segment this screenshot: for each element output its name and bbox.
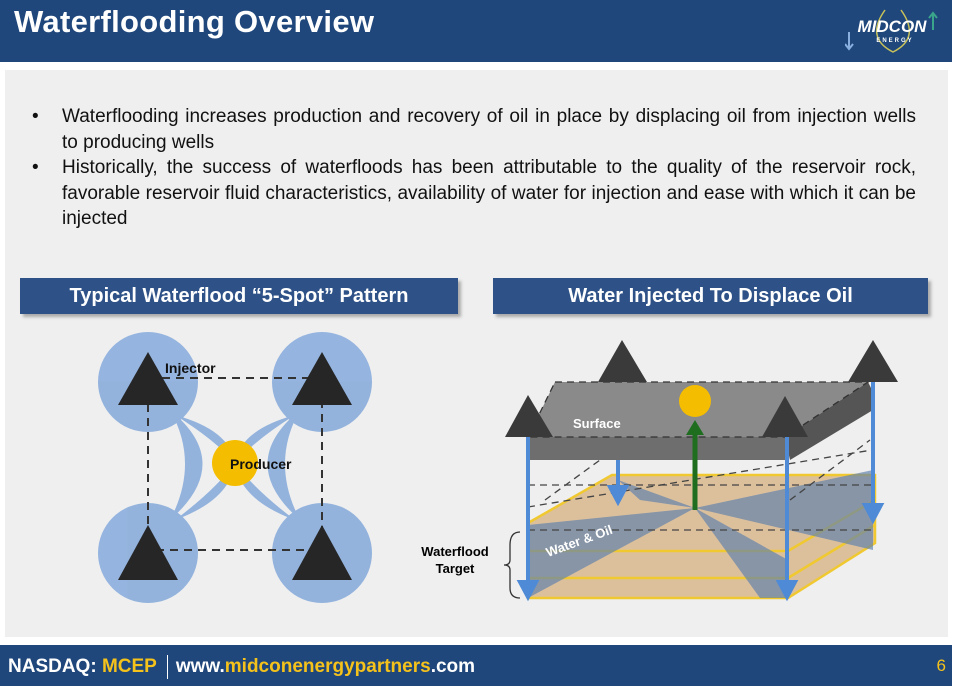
exchange-label: NASDAQ: [8, 656, 97, 678]
production-arrow [686, 420, 704, 510]
waterflood-target-label: Waterflood [421, 544, 488, 559]
midcon-logo: MIDCON ENERGY [845, 9, 938, 53]
page-title: Waterflooding Overview [14, 4, 375, 39]
bullet-item: Historically, the success of waterfloods… [32, 155, 916, 232]
footer-bar: NASDAQ: MCEP www.midconenergypartners.com… [0, 645, 952, 686]
injector-well-icons [505, 340, 898, 437]
svg-text:MIDCON: MIDCON [858, 17, 928, 36]
producer-well-icon [212, 440, 258, 486]
producer-well-icon [679, 385, 711, 417]
injector-well-icons [118, 352, 352, 580]
website-link[interactable]: www.midconenergypartners.com [175, 656, 476, 678]
header-bar: Waterflooding Overview MIDCON ENERGY [0, 0, 952, 62]
five-spot-diagram: Injector Producer [98, 332, 372, 603]
section-title-water-injected: Water Injected To Displace Oil [493, 278, 928, 314]
svg-text:ENERGY: ENERGY [876, 38, 913, 44]
surface-label: Surface [573, 416, 621, 431]
producer-label: Producer [230, 456, 292, 472]
bracket [503, 531, 521, 599]
bullet-list: Waterflooding increases production and r… [32, 104, 916, 232]
waterflood-target-label-2: Target [436, 561, 475, 576]
injector-label: Injector [165, 360, 216, 376]
section-title-5-spot: Typical Waterflood “5-Spot” Pattern [20, 278, 458, 314]
injection-diagram: Surface Water & Oil Waterflood Target [421, 340, 898, 602]
injection-arrows [516, 382, 885, 602]
page-number: 6 [936, 656, 946, 675]
bullet-item: Waterflooding increases production and r… [32, 104, 916, 155]
divider [166, 655, 168, 679]
ticker: MCEP [101, 656, 157, 678]
